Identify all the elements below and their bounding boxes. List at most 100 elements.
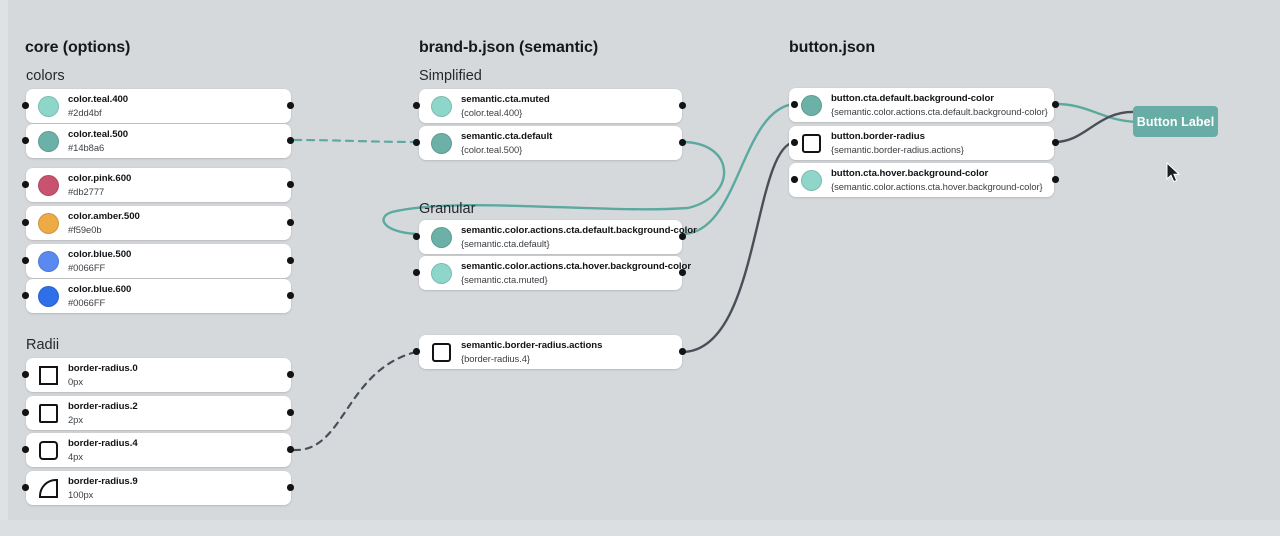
port-left-color-teal-400[interactable] xyxy=(22,102,29,109)
node-semantic-actions-cta-default-bg[interactable]: semantic.color.actions.cta.default.backg… xyxy=(419,220,697,254)
node-button-cta-default-bg[interactable]: button.cta.default.background-color {sem… xyxy=(789,88,1054,122)
node-border-radius-2[interactable]: border-radius.2 2px xyxy=(26,396,291,430)
color-swatch-icon xyxy=(430,132,452,154)
canvas-left-edge-strip xyxy=(0,0,8,536)
port-left-semantic-cta-default[interactable] xyxy=(413,139,420,146)
node-token-value: #f59e0b xyxy=(68,223,102,235)
port-right-semantic-cta-muted[interactable] xyxy=(679,102,686,109)
node-color-blue-600[interactable]: color.blue.600 #0066FF xyxy=(26,279,291,313)
port-right-button-border-radius[interactable] xyxy=(1052,139,1059,146)
group-title-granular: Granular xyxy=(419,201,476,217)
node-token-name: border-radius.9 xyxy=(68,476,138,488)
port-left-color-pink-600[interactable] xyxy=(22,181,29,188)
node-color-amber-500[interactable]: color.amber.500 #f59e0b xyxy=(26,206,291,240)
node-token-name: border-radius.4 xyxy=(68,438,138,450)
port-right-border-radius-0[interactable] xyxy=(287,371,294,378)
port-right-button-cta-hover-bg[interactable] xyxy=(1052,176,1059,183)
node-semantic-cta-default[interactable]: semantic.cta.default {color.teal.500} xyxy=(419,126,682,160)
port-right-semantic-actions-cta-hover-bg[interactable] xyxy=(679,269,686,276)
node-token-name: button.border-radius xyxy=(831,131,925,143)
node-border-radius-9[interactable]: border-radius.9 100px xyxy=(26,471,291,505)
port-left-border-radius-4[interactable] xyxy=(22,446,29,453)
node-token-value: {border-radius.4} xyxy=(461,352,530,364)
radius-swatch-icon xyxy=(800,132,822,154)
port-right-color-pink-600[interactable] xyxy=(287,181,294,188)
node-semantic-cta-muted[interactable]: semantic.cta.muted {color.teal.400} xyxy=(419,89,682,123)
node-border-radius-4[interactable]: border-radius.4 4px xyxy=(26,433,291,467)
port-right-border-radius-4[interactable] xyxy=(287,446,294,453)
port-left-semantic-cta-muted[interactable] xyxy=(413,102,420,109)
node-semantic-border-radius-actions[interactable]: semantic.border-radius.actions {border-r… xyxy=(419,335,682,369)
port-left-border-radius-9[interactable] xyxy=(22,484,29,491)
node-token-value: {color.teal.500} xyxy=(461,143,523,155)
color-swatch-icon xyxy=(430,226,452,248)
node-token-name: color.blue.600 xyxy=(68,284,132,296)
port-right-semantic-cta-default[interactable] xyxy=(679,139,686,146)
color-swatch-icon xyxy=(37,250,59,272)
port-left-border-radius-2[interactable] xyxy=(22,409,29,416)
port-left-button-cta-hover-bg[interactable] xyxy=(791,176,798,183)
port-left-color-amber-500[interactable] xyxy=(22,219,29,226)
node-token-name: color.amber.500 xyxy=(68,211,140,223)
port-left-color-blue-500[interactable] xyxy=(22,257,29,264)
node-color-teal-400[interactable]: color.teal.400 #2dd4bf xyxy=(26,89,291,123)
node-token-name: semantic.cta.default xyxy=(461,131,553,143)
node-token-value: {semantic.cta.muted} xyxy=(461,273,548,285)
radius-swatch-icon xyxy=(37,439,59,461)
edge-button-default-to-preview xyxy=(1053,102,1138,124)
radius-swatch-icon xyxy=(37,402,59,424)
node-token-value: #14b8a6 xyxy=(68,141,105,153)
canvas-bottom-edge-strip xyxy=(0,520,1280,536)
node-token-name: button.cta.default.background-color xyxy=(831,93,994,105)
port-right-semantic-actions-cta-default-bg[interactable] xyxy=(679,233,686,240)
node-semantic-actions-cta-hover-bg[interactable]: semantic.color.actions.cta.hover.backgro… xyxy=(419,256,691,290)
port-right-color-teal-400[interactable] xyxy=(287,102,294,109)
port-right-color-teal-500[interactable] xyxy=(287,137,294,144)
port-right-semantic-border-radius-actions[interactable] xyxy=(679,348,686,355)
node-color-blue-500[interactable]: color.blue.500 #0066FF xyxy=(26,244,291,278)
port-left-color-teal-500[interactable] xyxy=(22,137,29,144)
port-right-button-cta-default-bg[interactable] xyxy=(1052,101,1059,108)
node-token-name: semantic.border-radius.actions xyxy=(461,340,603,352)
port-right-border-radius-9[interactable] xyxy=(287,484,294,491)
port-right-color-blue-500[interactable] xyxy=(287,257,294,264)
color-swatch-icon xyxy=(800,94,822,116)
color-swatch-icon xyxy=(37,130,59,152)
node-color-teal-500[interactable]: color.teal.500 #14b8a6 xyxy=(26,124,291,158)
color-swatch-icon xyxy=(37,212,59,234)
port-left-color-blue-600[interactable] xyxy=(22,292,29,299)
node-token-value: {semantic.color.actions.cta.hover.backgr… xyxy=(831,180,1043,192)
color-swatch-icon xyxy=(37,174,59,196)
port-right-border-radius-2[interactable] xyxy=(287,409,294,416)
color-swatch-icon xyxy=(430,262,452,284)
edge-button-radius-to-preview xyxy=(1053,110,1138,144)
edge-granular-default-to-button-default xyxy=(680,102,796,236)
port-left-semantic-border-radius-actions[interactable] xyxy=(413,348,420,355)
column-title-core: core (options) xyxy=(25,39,131,56)
color-swatch-icon xyxy=(430,95,452,117)
node-border-radius-0[interactable]: border-radius.0 0px xyxy=(26,358,291,392)
port-left-semantic-actions-cta-hover-bg[interactable] xyxy=(413,269,420,276)
port-left-border-radius-0[interactable] xyxy=(22,371,29,378)
node-token-value: #2dd4bf xyxy=(68,106,102,118)
node-token-name: color.blue.500 xyxy=(68,249,132,261)
port-right-color-blue-600[interactable] xyxy=(287,292,294,299)
radius-swatch-icon xyxy=(37,364,59,386)
port-left-semantic-actions-cta-default-bg[interactable] xyxy=(413,233,420,240)
node-token-name: button.cta.hover.background-color xyxy=(831,168,989,180)
port-left-button-cta-default-bg[interactable] xyxy=(791,101,798,108)
node-button-border-radius[interactable]: button.border-radius {semantic.border-ra… xyxy=(789,126,1054,160)
column-title-component: button.json xyxy=(789,39,875,56)
port-right-color-amber-500[interactable] xyxy=(287,219,294,226)
node-token-value: 2px xyxy=(68,413,83,425)
preview-button[interactable]: Button Label xyxy=(1133,106,1218,137)
node-button-cta-hover-bg[interactable]: button.cta.hover.background-color {seman… xyxy=(789,163,1054,197)
color-swatch-icon xyxy=(37,285,59,307)
port-left-button-border-radius[interactable] xyxy=(791,139,798,146)
group-title-colors: colors xyxy=(26,68,65,84)
node-token-value: 4px xyxy=(68,450,83,462)
radius-swatch-icon xyxy=(430,341,452,363)
node-token-value: {semantic.cta.default} xyxy=(461,237,550,249)
node-color-pink-600[interactable]: color.pink.600 #db2777 xyxy=(26,168,291,202)
